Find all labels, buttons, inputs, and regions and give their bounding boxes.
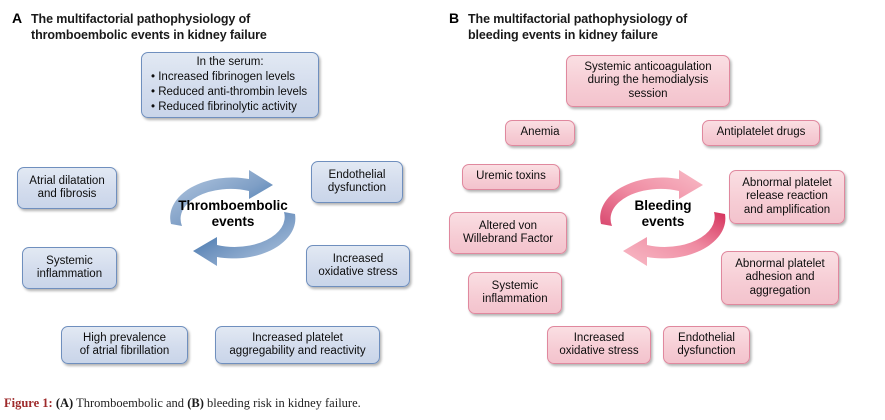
panel-a-title-line2: thromboembolic events in kidney failure xyxy=(31,28,267,42)
node-line: during the hemodialysis xyxy=(587,74,709,87)
node-line: dysfunction xyxy=(677,345,736,357)
panel-a-title: The multifactorial pathophysiology of th… xyxy=(31,11,311,43)
node-systemic-inflammation-a[interactable]: Systemic inflammation xyxy=(22,247,117,289)
node-line: Abnormal platelet xyxy=(735,257,825,270)
panel-b-letter: B xyxy=(449,10,460,26)
node-line: Abnormal platelet xyxy=(742,176,832,189)
node-line: oxidative stress xyxy=(318,266,398,278)
node-line: Uremic toxins xyxy=(476,170,546,183)
node-line: Systemic anticoagulation xyxy=(584,60,712,73)
node-line: Antiplatelet drugs xyxy=(716,126,806,139)
node-line: Increased xyxy=(332,252,384,265)
cycle-label-a-line1: Thromboembolic xyxy=(178,198,288,213)
node-line: Endothelial xyxy=(678,331,735,344)
node-line: adhesion and xyxy=(745,271,815,284)
node-line: Altered von xyxy=(478,219,538,232)
cycle-label-b: Bleeding events xyxy=(593,198,733,229)
node-line: Willebrand Factor xyxy=(462,233,554,245)
bleeding-cycle-diagram: Bleeding events xyxy=(593,168,733,268)
node-increased-oxidative-stress-a[interactable]: Increased oxidative stress xyxy=(306,245,410,287)
node-abnormal-platelet-adhesion-and-aggregation[interactable]: Abnormal platelet adhesion and aggregati… xyxy=(721,251,839,305)
serum-heading: In the serum: xyxy=(196,56,264,68)
node-line: Atrial dilatation xyxy=(29,174,105,187)
figure-caption: Figure 1: (A) Thromboembolic and (B) ble… xyxy=(4,396,361,411)
cycle-label-b-line2: events xyxy=(641,213,685,229)
caption-tag-b: (B) xyxy=(187,396,204,410)
serum-bullet-2: • Reduced fibrinolytic activity xyxy=(151,101,297,113)
node-line: and amplification xyxy=(743,203,831,216)
node-anemia[interactable]: Anemia xyxy=(505,120,575,146)
node-line: High prevalence xyxy=(82,331,167,344)
node-line: Anemia xyxy=(520,126,560,139)
node-endothelial-dysfunction-b[interactable]: Endothelial dysfunction xyxy=(663,326,750,364)
cycle-label-a: Thromboembolic events xyxy=(163,198,303,229)
panel-b-title: The multifactorial pathophysiology of bl… xyxy=(468,11,758,43)
panel-b-title-line1: The multifactorial pathophysiology of xyxy=(468,12,688,26)
node-line: aggregation xyxy=(749,284,811,297)
panel-a-title-line1: The multifactorial pathophysiology of xyxy=(31,12,251,26)
node-line: inflammation xyxy=(36,268,103,280)
node-line: Increased platelet xyxy=(252,331,343,344)
node-line: release reaction xyxy=(746,190,828,203)
node-in-the-serum[interactable]: In the serum: • Increased fibrinogen lev… xyxy=(141,52,319,118)
node-line: and fibrosis xyxy=(37,188,97,200)
node-line: dysfunction xyxy=(327,182,387,194)
node-abnormal-platelet-release-reaction[interactable]: Abnormal platelet release reaction and a… xyxy=(729,170,845,224)
cycle-label-b-line1: Bleeding xyxy=(634,198,692,213)
node-line: Systemic xyxy=(491,279,539,292)
serum-bullet-0: • Increased fibrinogen levels xyxy=(151,71,296,83)
node-altered-von-willebrand-factor[interactable]: Altered von Willebrand Factor xyxy=(449,212,567,254)
serum-bullet-1: • Reduced anti-thrombin levels xyxy=(151,86,308,98)
node-line: oxidative stress xyxy=(559,345,639,357)
node-increased-platelet-aggregability-and-reactivity[interactable]: Increased platelet aggregability and rea… xyxy=(215,326,380,364)
node-line: aggregability and reactivity xyxy=(229,345,366,357)
node-line: session xyxy=(628,87,668,100)
figure-number: Figure 1: xyxy=(4,396,53,410)
thromboembolic-cycle-diagram: Thromboembolic events xyxy=(163,168,303,268)
node-antiplatelet-drugs[interactable]: Antiplatelet drugs xyxy=(702,120,820,146)
node-systemic-inflammation-b[interactable]: Systemic inflammation xyxy=(468,272,562,314)
caption-text-1: Thromboembolic and xyxy=(73,396,188,410)
node-uremic-toxins[interactable]: Uremic toxins xyxy=(462,164,560,190)
panel-a-letter: A xyxy=(12,10,23,26)
node-line: Endothelial xyxy=(328,168,386,181)
caption-text-2: bleeding risk in kidney failure. xyxy=(203,396,361,410)
cycle-label-a-line2: events xyxy=(211,213,255,229)
node-line: Systemic xyxy=(46,254,93,267)
node-atrial-dilatation-and-fibrosis[interactable]: Atrial dilatation and fibrosis xyxy=(17,167,117,209)
caption-tag-a: (A) xyxy=(55,396,74,410)
panel-b-title-line2: bleeding events in kidney failure xyxy=(468,28,658,42)
cycle-arrow-ring-icon xyxy=(600,170,726,266)
node-line: of atrial fibrillation xyxy=(79,345,170,357)
node-high-prevalence-of-atrial-fibrillation[interactable]: High prevalence of atrial fibrillation xyxy=(61,326,188,364)
node-line: Increased xyxy=(573,331,625,344)
node-increased-oxidative-stress-b[interactable]: Increased oxidative stress xyxy=(547,326,651,364)
node-line: inflammation xyxy=(482,293,548,305)
cycle-arrow-ring-icon xyxy=(170,170,296,266)
node-systemic-anticoagulation-during-hemodialysis[interactable]: Systemic anticoagulation during the hemo… xyxy=(566,55,730,107)
node-endothelial-dysfunction-a[interactable]: Endothelial dysfunction xyxy=(311,161,403,203)
